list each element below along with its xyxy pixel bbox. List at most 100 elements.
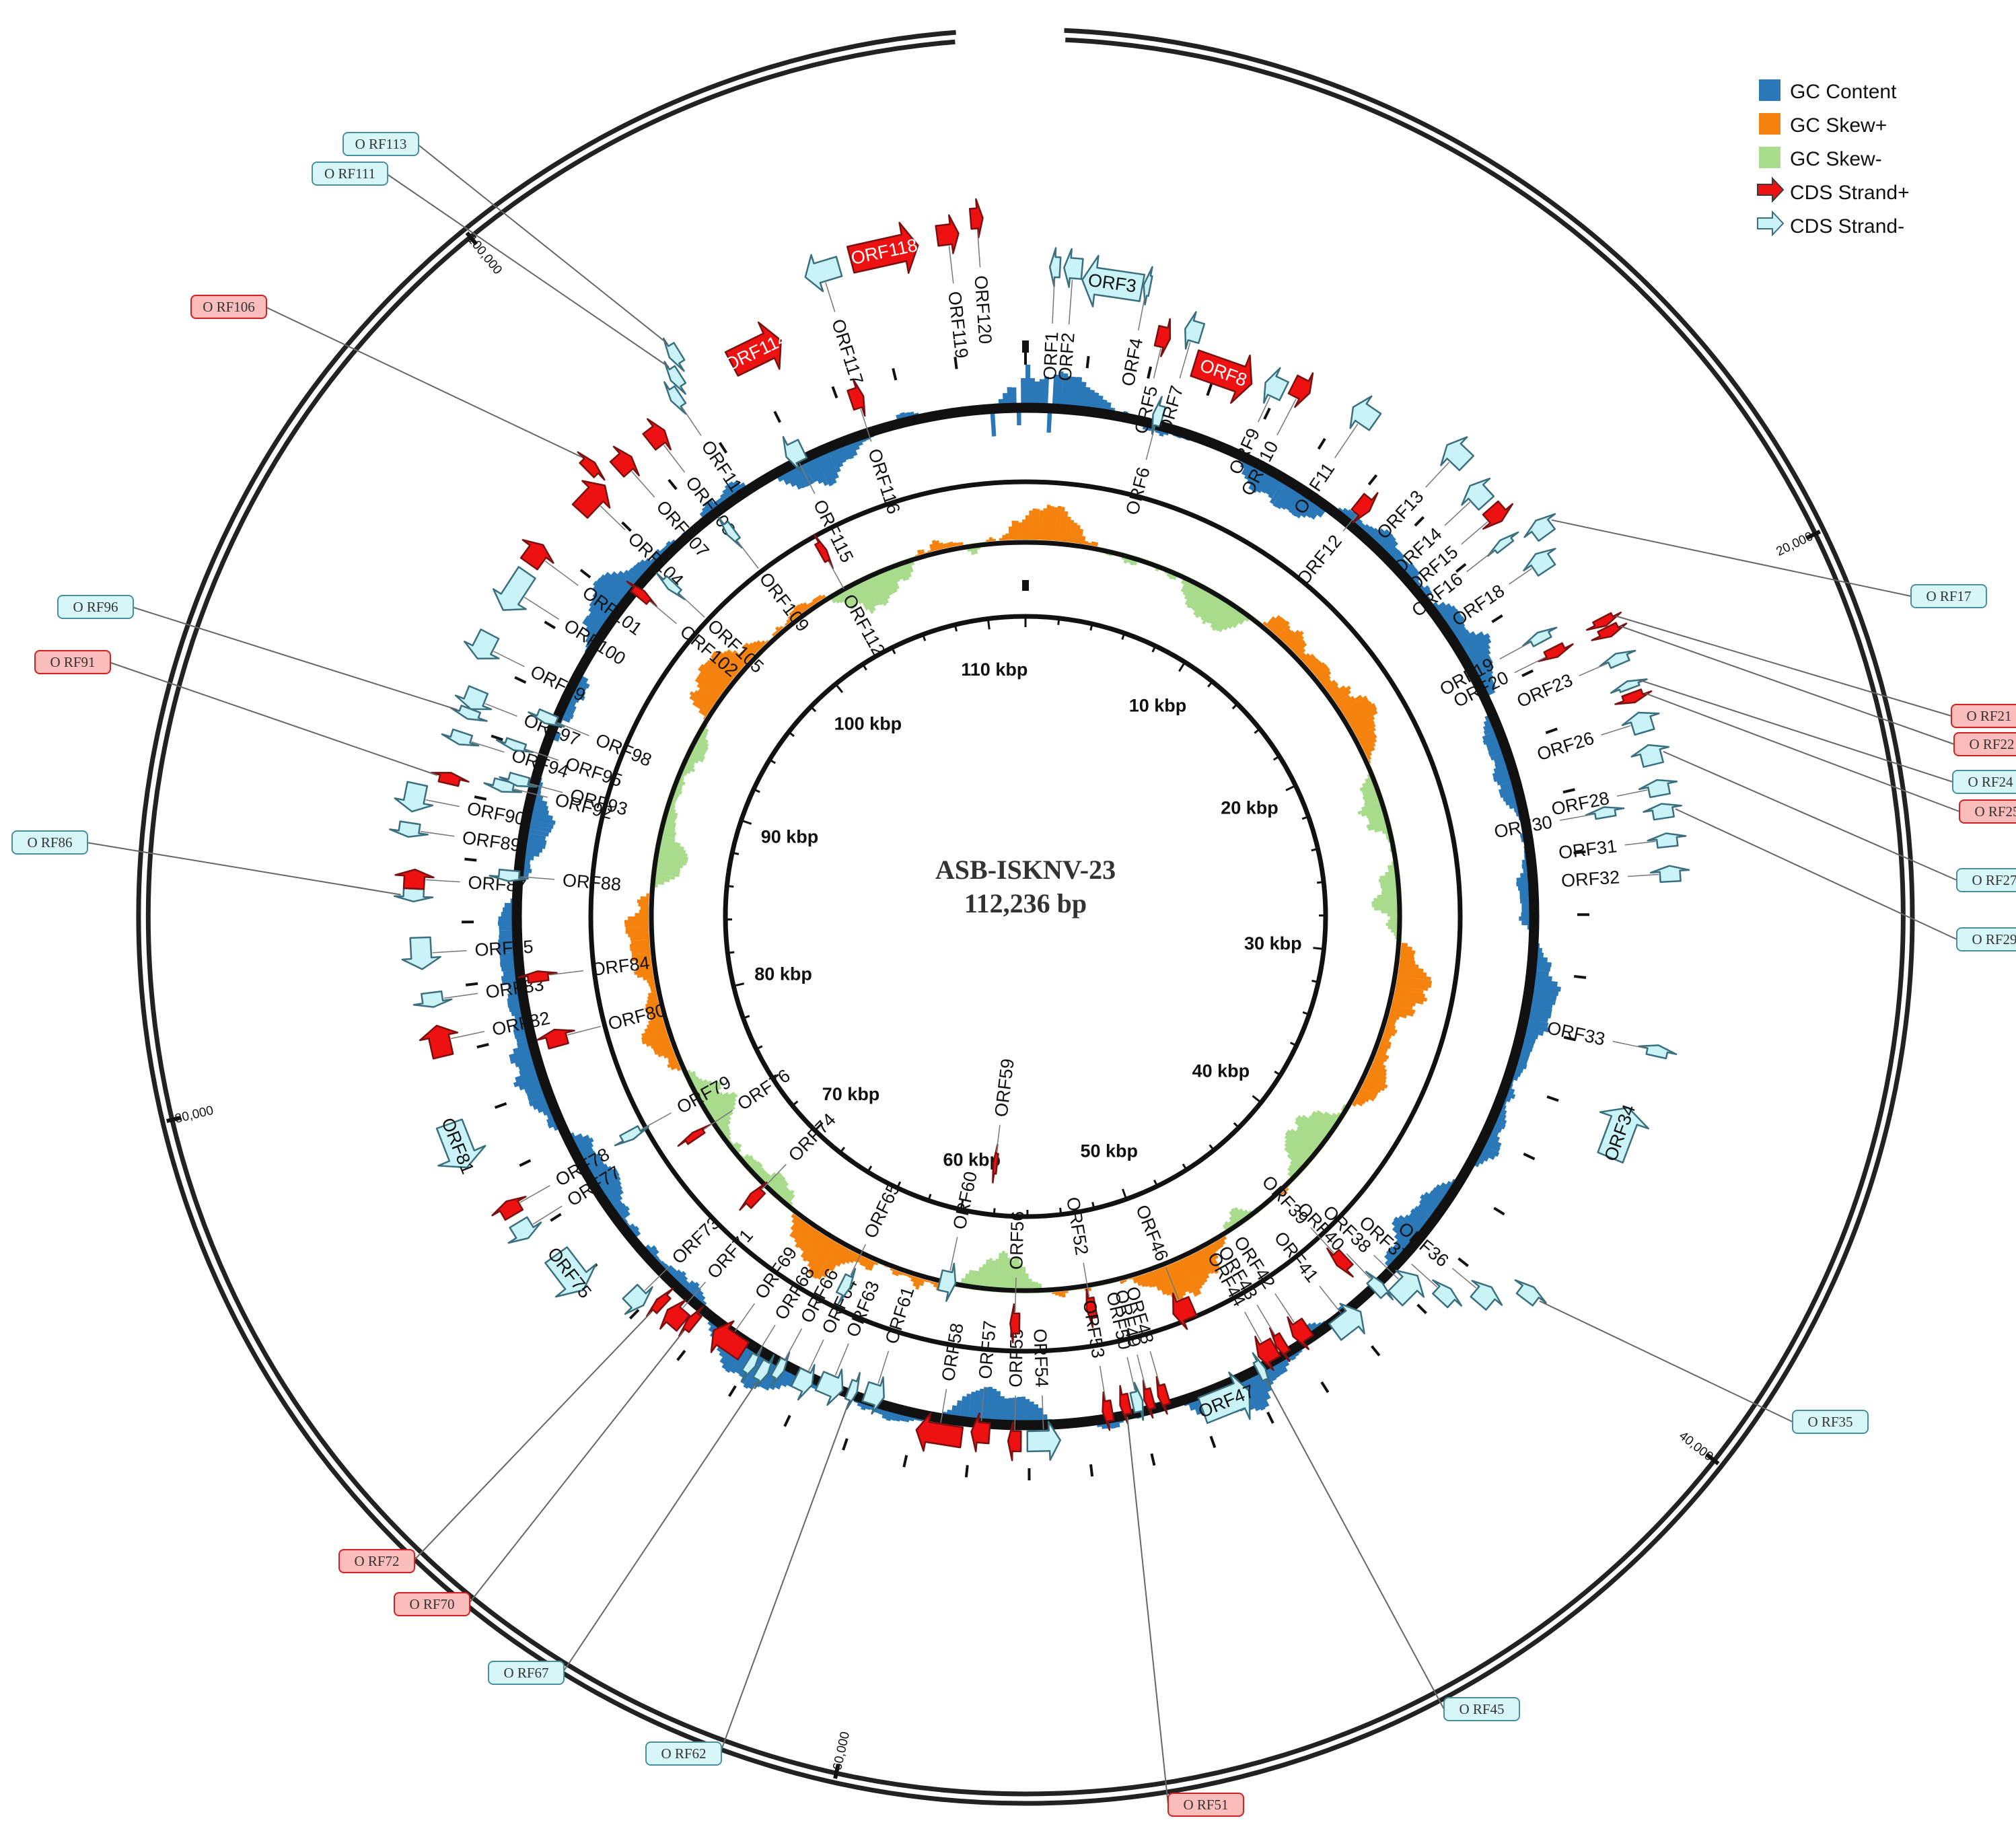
callout-label-orf25: O RF25 — [1974, 803, 2016, 820]
callout-box-orf21 — [1951, 704, 2016, 728]
orf-arrow-orf14 — [1461, 477, 1495, 511]
orf-arrow-orf57 — [970, 1412, 991, 1453]
inner-tick-label: 10 kbp — [1129, 695, 1187, 715]
outer-scale-tick — [1150, 1453, 1156, 1466]
orf-arrow-orf73 — [622, 1283, 653, 1316]
callout-line — [1266, 1381, 1445, 1710]
inner-scale-tick — [741, 819, 752, 825]
orf-label-orf89: ORF89 — [461, 828, 521, 856]
orf-arrow-orf39 — [1326, 1247, 1354, 1278]
inner-scale-tick — [814, 1122, 824, 1132]
orf-arrow-orf107 — [609, 445, 640, 478]
orf-arrow-orf75 — [544, 1246, 597, 1298]
orf-arrow-orf26 — [1621, 711, 1660, 736]
orf-label-orf26: ORF26 — [1535, 728, 1597, 765]
orf-arrow-orf54 — [1026, 1420, 1061, 1461]
orf-leader-line — [799, 462, 816, 495]
orf-arrow-orf41 — [1328, 1303, 1365, 1341]
outer-scale-tick — [902, 1455, 908, 1468]
inner-scale-tick — [768, 758, 777, 764]
outer-mark-label: 80,000 — [174, 1104, 215, 1126]
orf-arrow-orf45 — [1252, 1352, 1272, 1388]
orf-arrow-orf5 — [1153, 318, 1172, 357]
orf-arrow-orf119 — [935, 214, 960, 254]
outer-scale-tick — [1491, 614, 1503, 623]
callout-box-orf96 — [57, 595, 134, 619]
orf-label-orf65: ORF65 — [860, 1180, 904, 1241]
outer-scale-tick — [1416, 1303, 1427, 1315]
orf-leader-line — [1411, 1264, 1438, 1288]
callout-label-orf35: O RF35 — [1807, 1414, 1852, 1430]
inner-scale-tick — [791, 1100, 799, 1107]
outer-mark-label: 20,000 — [1774, 530, 1815, 559]
outer-scale-tick — [1455, 563, 1467, 573]
orf-arrow-orf48 — [1155, 1376, 1172, 1415]
inner-scale-tick — [1254, 728, 1261, 734]
orf-arrow-orf13 — [1440, 436, 1475, 472]
orf-arrow-orf47 — [1197, 1371, 1251, 1425]
orf-leader-line — [1153, 348, 1161, 379]
orf-arrow-orf82 — [419, 1024, 459, 1060]
orf-leader-line — [567, 1025, 601, 1036]
orf-arrow-orf3 — [1081, 254, 1146, 308]
inner-tick-label: 50 kbp — [1080, 1141, 1138, 1161]
orf-arrow-orf99 — [464, 628, 500, 660]
orf-leader-line — [420, 830, 455, 837]
callout-line — [131, 606, 458, 711]
orf-leader-line — [600, 505, 626, 531]
orf-arrow-orf110 — [663, 381, 687, 415]
legend-arrow-cds-plus — [1757, 176, 1785, 203]
outer-scale-tick — [550, 1213, 562, 1222]
orf-arrow-orf52 — [1085, 1288, 1098, 1328]
inner-scale-tick — [1289, 1042, 1297, 1047]
orf-arrow-orf104 — [571, 480, 611, 519]
outer-scale-tick — [476, 1043, 489, 1049]
orf-arrow-orf83 — [412, 990, 453, 1008]
orf-arrow-orf88 — [489, 868, 529, 882]
inner-scale-tick — [960, 1198, 964, 1210]
inner-scale-tick — [1311, 848, 1318, 852]
outer-scale-tick — [1521, 669, 1534, 678]
orf-leader-line — [557, 722, 589, 737]
orf-arrow-orf60 — [937, 1262, 957, 1302]
orf-arrow-orf78 — [491, 1196, 527, 1221]
orf-arrow-orf80 — [536, 1028, 575, 1050]
orf-arrow-orf55 — [1007, 1421, 1022, 1462]
orf-leader-line — [860, 408, 872, 442]
orf-leader-line — [762, 1163, 787, 1190]
callout-box-orf45 — [1443, 1697, 1520, 1721]
orf-label-orf12: ORF12 — [1293, 531, 1346, 589]
callout-label-orf29: O RF29 — [1972, 931, 2016, 947]
orf-label-orf120: ORF120 — [970, 275, 995, 345]
orf-arrow-orf98 — [528, 708, 565, 728]
orf-arrow-orf96 — [449, 705, 488, 722]
inner-scale-tick — [1252, 1095, 1262, 1104]
orf-leader-line — [1276, 398, 1297, 436]
callout-line — [1539, 1300, 1793, 1422]
inner-scale-tick — [1302, 1011, 1310, 1016]
outer-scale-tick — [491, 734, 503, 742]
orf-label-orf46: ORF46 — [1132, 1202, 1172, 1264]
orf-leader-line — [1509, 568, 1532, 585]
gc-skew-inner-ring — [649, 540, 1402, 1293]
orf-leader-line — [1244, 1311, 1262, 1342]
orf-leader-line — [1042, 1395, 1044, 1430]
legend-arrow-cds-minus — [1757, 210, 1785, 237]
orf-leader-line — [1346, 1253, 1371, 1279]
orf-label-orf90: ORF90 — [466, 798, 527, 829]
orf-leader-line — [1256, 1304, 1275, 1335]
callout-box-orf29 — [1956, 927, 2016, 951]
legend-label-cds-minus: CDS Strand- — [1790, 215, 1904, 238]
callout-line — [562, 1381, 758, 1673]
inner-scale-tick — [1121, 633, 1126, 640]
outer-scale-tick — [953, 357, 958, 369]
inner-tick-label: 110 kbp — [961, 659, 1028, 680]
orf-leader-line — [644, 1266, 670, 1291]
orf-label-orf109: ORF109 — [755, 569, 813, 635]
backbone-rings — [511, 402, 1540, 1431]
orf-leader-line — [877, 1350, 890, 1384]
orf-arrow-orf34 — [1597, 1106, 1650, 1164]
inner-scale-tick — [861, 663, 867, 671]
orf-leader-line — [1514, 657, 1546, 674]
